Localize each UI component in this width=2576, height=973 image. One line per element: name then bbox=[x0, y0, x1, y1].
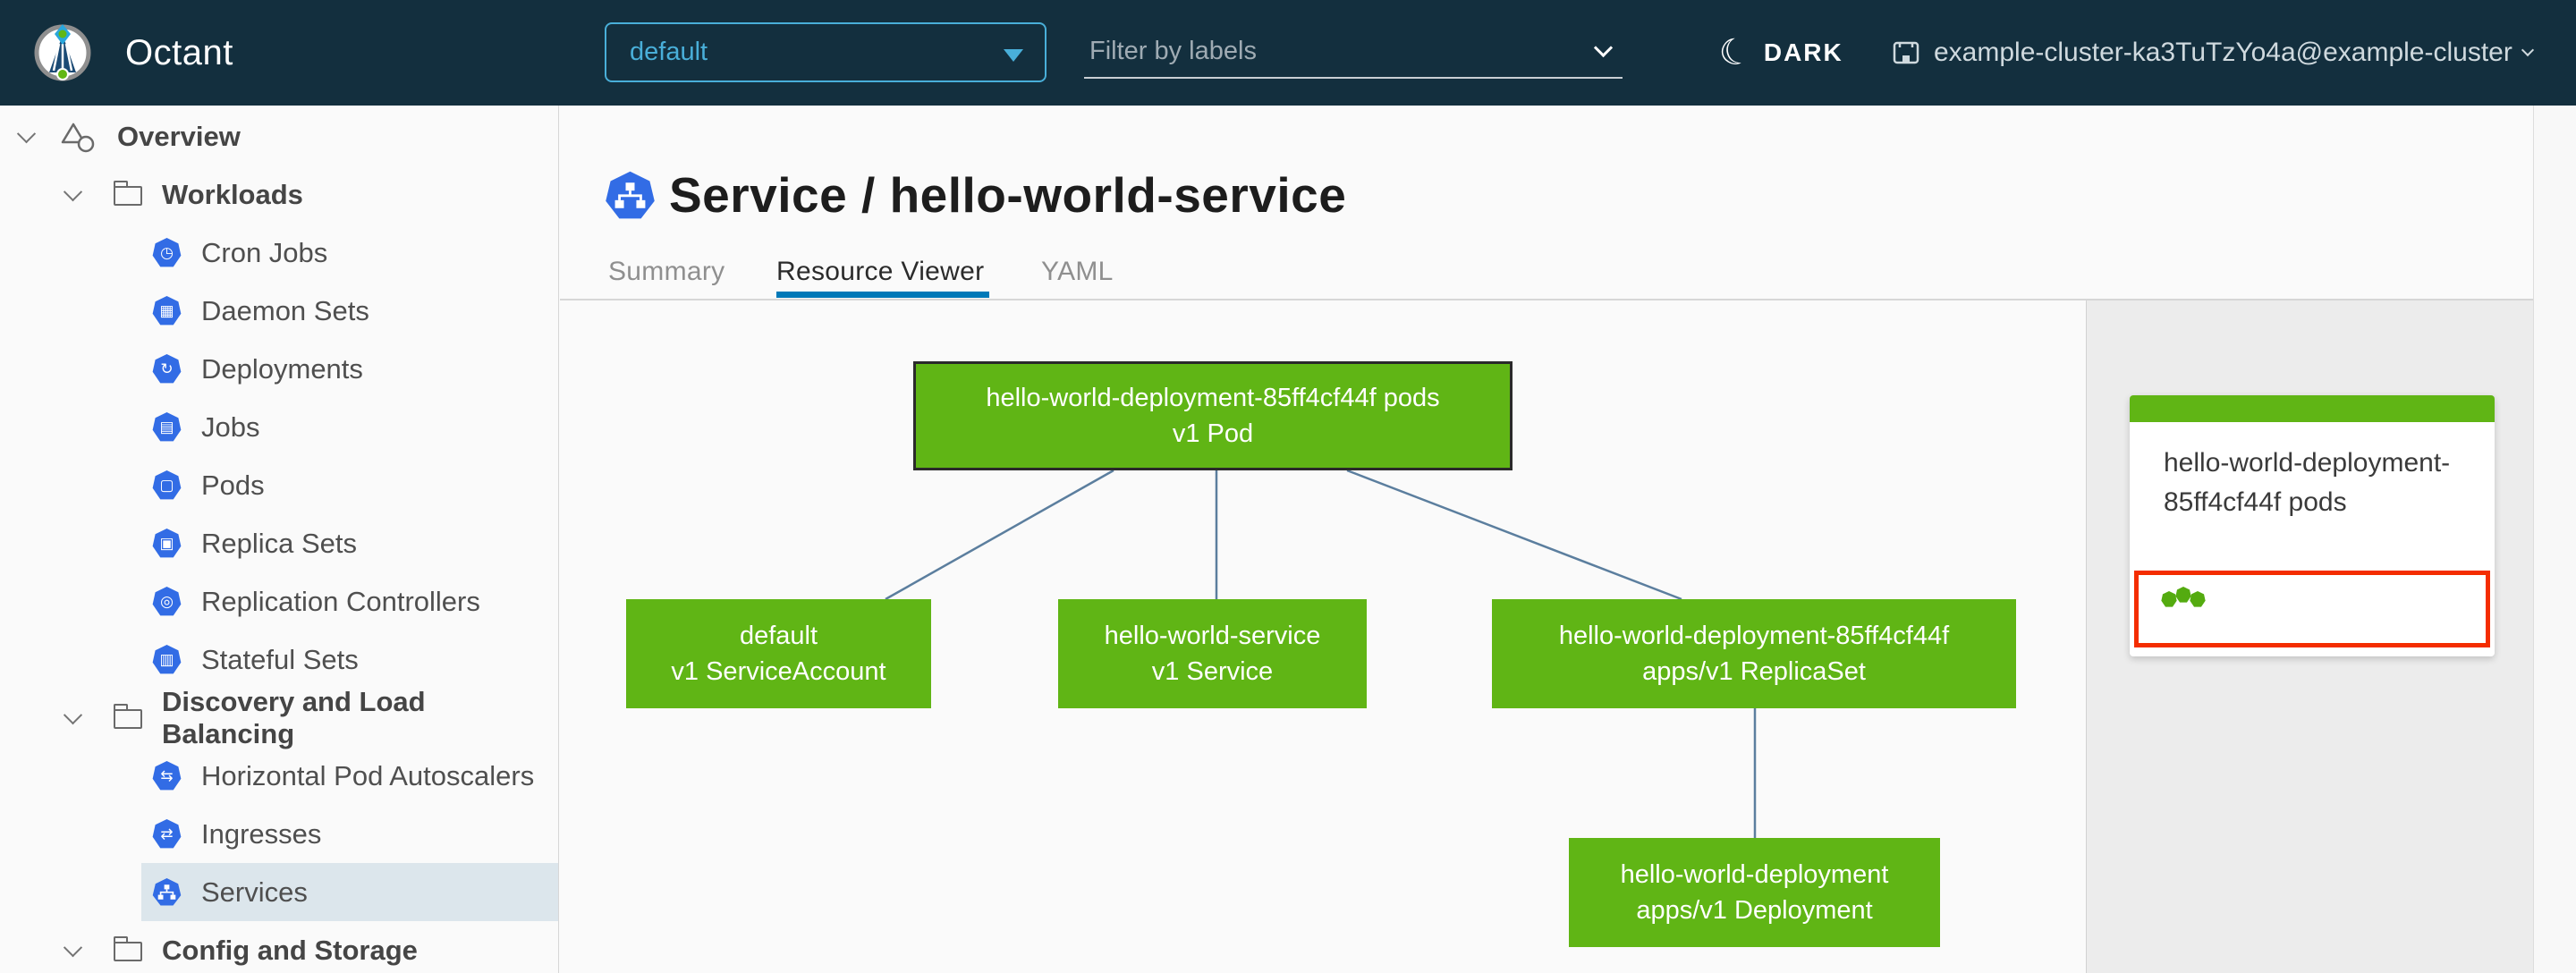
sidebar-item-replica-sets[interactable]: ▣ Replica Sets bbox=[0, 514, 558, 572]
label-filter-placeholder: Filter by labels bbox=[1089, 36, 1257, 65]
pod-status-dot bbox=[2161, 591, 2177, 607]
sidebar-item-label: Horizontal Pod Autoscalers bbox=[201, 759, 535, 791]
replicaset-icon: ▣ bbox=[152, 529, 182, 558]
sidebar-item-label: Ingresses bbox=[201, 817, 322, 850]
sidebar-item-label: Replica Sets bbox=[201, 527, 358, 559]
sidebar-item-label: Pods bbox=[201, 469, 265, 501]
chevron-down-icon[interactable] bbox=[16, 124, 37, 144]
sidebar-item-config-and-storage[interactable]: Config and Storage bbox=[0, 921, 558, 973]
label-filter-input[interactable]: Filter by labels bbox=[1084, 25, 1623, 79]
cluster-name: example-cluster-ka3TuTzYo4a@example-clus… bbox=[1934, 38, 2512, 67]
octant-logo-icon bbox=[34, 24, 91, 81]
cluster-icon bbox=[1893, 41, 1919, 64]
sidebar-item-label: Discovery and Load Balancing bbox=[162, 685, 426, 749]
graph-node-serviceaccount[interactable]: default v1 ServiceAccount bbox=[626, 599, 931, 708]
sidebar-item-label: Cron Jobs bbox=[201, 236, 328, 268]
sidebar-item-label: Replication Controllers bbox=[201, 585, 480, 617]
chevron-down-icon bbox=[2521, 43, 2534, 57]
node-name: default bbox=[739, 622, 818, 650]
sidebar-item-workloads[interactable]: Workloads bbox=[0, 165, 558, 224]
sidebar-item-cron-jobs[interactable]: ◷ Cron Jobs bbox=[0, 224, 558, 282]
pod-status-section[interactable] bbox=[2134, 571, 2490, 647]
pod-status-dot bbox=[2175, 587, 2191, 603]
pod-status-dot bbox=[2190, 591, 2206, 607]
graph-node-deployment[interactable]: hello-world-deployment apps/v1 Deploymen… bbox=[1569, 838, 1940, 947]
chevron-down-icon[interactable] bbox=[63, 706, 83, 725]
content-divider bbox=[560, 299, 2533, 300]
tab-summary[interactable]: Summary bbox=[608, 257, 725, 286]
sidebar-nav: Overview Workloads ◷ Cron Jobs ▦ Daemon … bbox=[0, 106, 559, 973]
graph-edges bbox=[885, 469, 1757, 838]
sidebar-item-services[interactable]: Services bbox=[0, 863, 558, 921]
deployment-icon: ↻ bbox=[152, 354, 182, 384]
sidebar-item-replication-controllers[interactable]: ◎ Replication Controllers bbox=[0, 572, 558, 630]
daemonset-icon: ▦ bbox=[152, 296, 182, 326]
objects-icon bbox=[61, 123, 95, 152]
detail-panel: hello-world-deployment-85ff4cf44f pods bbox=[2086, 300, 2533, 973]
resource-graph: hello-world-deployment-85ff4cf44f pods v… bbox=[560, 300, 2086, 973]
sidebar-item-deployments[interactable]: ↻ Deployments bbox=[0, 340, 558, 398]
namespace-dropdown-value: default bbox=[630, 38, 708, 66]
scrollbar-gutter[interactable] bbox=[2533, 106, 2576, 973]
sidebar-item-jobs[interactable]: ▤ Jobs bbox=[0, 398, 558, 456]
node-name: hello-world-deployment-85ff4cf44f pods bbox=[986, 384, 1440, 412]
cluster-selector[interactable]: example-cluster-ka3TuTzYo4a@example-clus… bbox=[1891, 0, 2534, 106]
replicationcontroller-icon: ◎ bbox=[152, 587, 182, 616]
chevron-down-icon[interactable] bbox=[63, 938, 83, 958]
theme-toggle-button[interactable]: ☾ DARK bbox=[1715, 0, 1843, 106]
sidebar-item-label: Jobs bbox=[201, 410, 260, 443]
node-kind: apps/v1 Deployment bbox=[1636, 896, 1873, 925]
pod-icon: ▢ bbox=[152, 470, 182, 500]
sidebar-item-label: Deployments bbox=[201, 352, 363, 385]
sidebar-item-daemon-sets[interactable]: ▦ Daemon Sets bbox=[0, 282, 558, 340]
active-tab-underline bbox=[776, 292, 989, 298]
header-bar: Octant default Filter by labels ☾ DARK e… bbox=[0, 0, 2576, 106]
moon-icon: ☾ bbox=[1715, 30, 1756, 76]
graph-node-pods[interactable]: hello-world-deployment-85ff4cf44f pods v… bbox=[913, 361, 1513, 470]
node-name: hello-world-deployment bbox=[1620, 860, 1889, 889]
ingress-icon: ⇄ bbox=[152, 819, 182, 849]
node-kind: v1 ServiceAccount bbox=[671, 657, 886, 686]
sidebar-item-discovery-and-load-balancing[interactable]: Discovery and Load Balancing bbox=[0, 685, 558, 749]
page-title: Service / hello-world-service bbox=[669, 167, 1347, 223]
node-kind: v1 Pod bbox=[1172, 419, 1254, 448]
chevron-down-icon[interactable] bbox=[1593, 38, 1614, 57]
cronjob-icon: ◷ bbox=[152, 238, 182, 267]
sidebar-item-label: Daemon Sets bbox=[201, 294, 369, 326]
sidebar-item-horizontal-pod-autoscalers[interactable]: ⇆ Horizontal Pod Autoscalers bbox=[0, 747, 558, 805]
chevron-down-icon[interactable] bbox=[63, 182, 83, 202]
service-icon bbox=[606, 171, 655, 219]
selected-resource-title: hello-world-deployment-85ff4cf44f pods bbox=[2164, 448, 2451, 517]
folder-icon bbox=[113, 936, 142, 961]
theme-toggle-label: DARK bbox=[1763, 38, 1843, 66]
sidebar-item-label: Stateful Sets bbox=[201, 643, 359, 675]
selected-resource-card: hello-world-deployment-85ff4cf44f pods bbox=[2130, 395, 2495, 656]
sidebar-item-label: Services bbox=[201, 876, 308, 908]
node-name: hello-world-service bbox=[1104, 622, 1321, 650]
sidebar-item-label: Workloads bbox=[162, 178, 303, 210]
graph-node-replicaset[interactable]: hello-world-deployment-85ff4cf44f apps/v… bbox=[1492, 599, 2016, 708]
sidebar-item-label: Config and Storage bbox=[162, 934, 418, 966]
service-icon bbox=[152, 878, 182, 906]
caret-down-icon bbox=[1004, 49, 1023, 62]
sidebar-item-stateful-sets[interactable]: ▥ Stateful Sets bbox=[0, 630, 558, 689]
app-title: Octant bbox=[125, 33, 233, 72]
tab-yaml[interactable]: YAML bbox=[1041, 257, 1114, 286]
job-icon: ▤ bbox=[152, 412, 182, 442]
node-kind: apps/v1 ReplicaSet bbox=[1642, 657, 1866, 686]
folder-icon bbox=[113, 181, 142, 206]
folder-icon bbox=[113, 704, 142, 729]
sidebar-item-label: Overview bbox=[117, 120, 241, 152]
graph-node-service[interactable]: hello-world-service v1 Service bbox=[1058, 599, 1367, 708]
statefulset-icon: ▥ bbox=[152, 645, 182, 674]
namespace-dropdown[interactable]: default bbox=[605, 22, 1046, 82]
sidebar-item-overview[interactable]: Overview bbox=[0, 107, 558, 165]
sidebar-item-pods[interactable]: ▢ Pods bbox=[0, 456, 558, 514]
status-ok-bar bbox=[2130, 395, 2495, 422]
sidebar-item-ingresses[interactable]: ⇄ Ingresses bbox=[0, 805, 558, 863]
tab-resource-viewer[interactable]: Resource Viewer bbox=[776, 257, 985, 286]
hpa-icon: ⇆ bbox=[152, 761, 182, 791]
node-name: hello-world-deployment-85ff4cf44f bbox=[1558, 622, 1950, 650]
node-kind: v1 Service bbox=[1151, 657, 1274, 686]
